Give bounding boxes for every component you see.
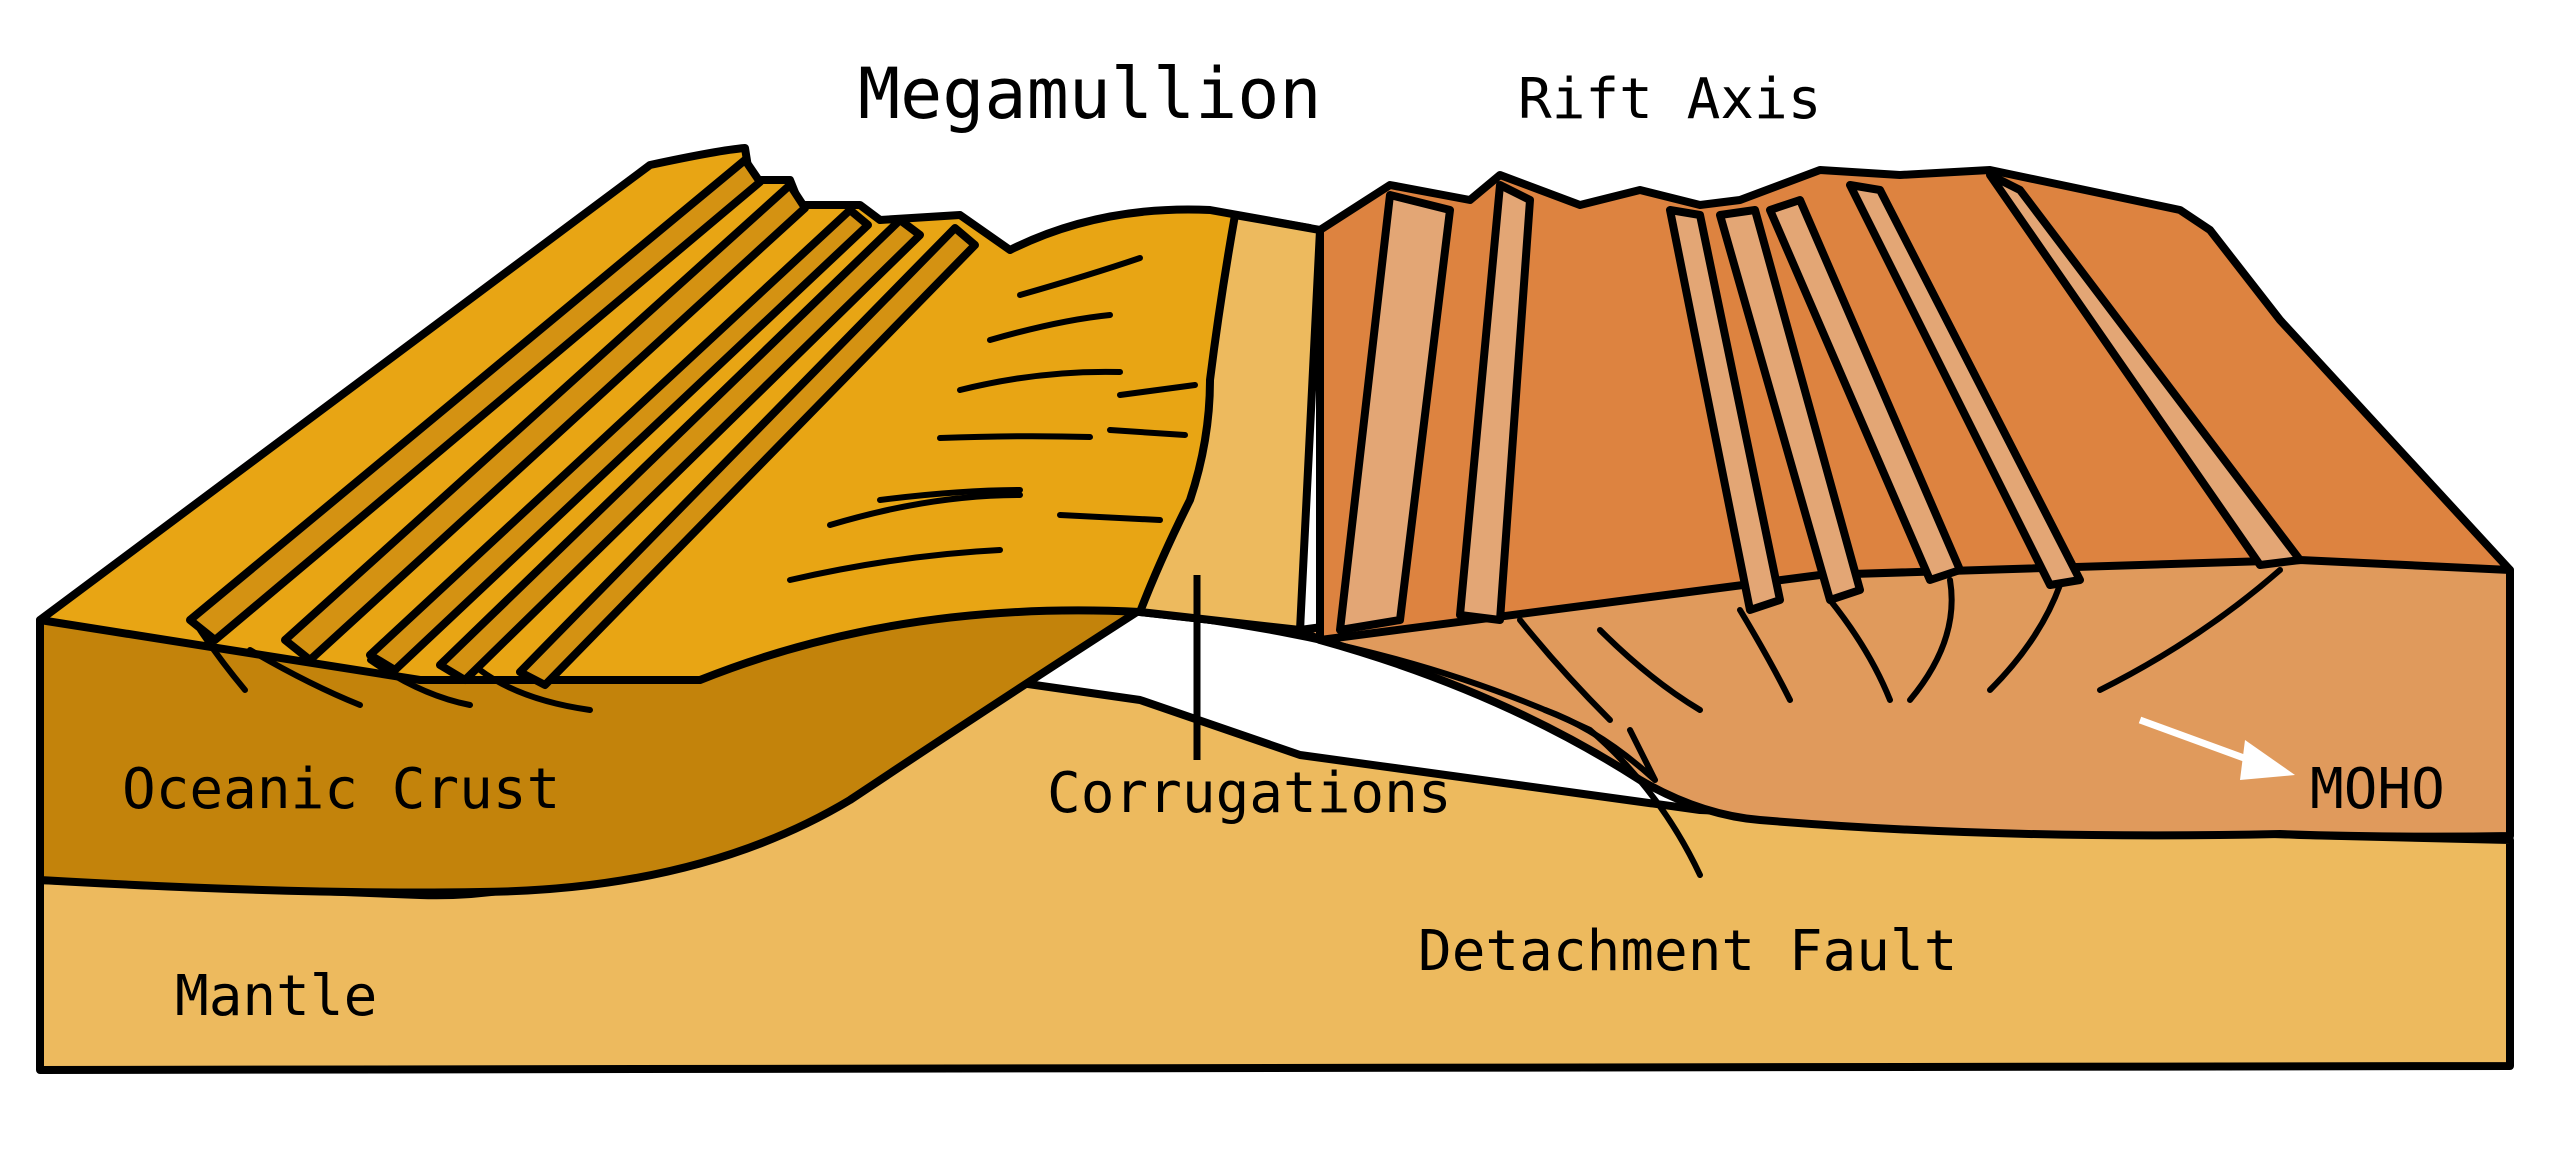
- label-detachment-fault: Detachment Fault: [1418, 919, 1957, 984]
- corrugation-scarp: [1136, 211, 1324, 634]
- crust-fault-scarps: [197, 627, 593, 713]
- label-rift-axis: Rift Axis: [1518, 67, 1821, 132]
- corrugation-lines: [787, 255, 1198, 583]
- ridge-side: [1296, 536, 2514, 841]
- crust-top: [36, 144, 1314, 684]
- moho-arrow: [2138, 716, 2295, 780]
- ridge-fault-blocks: [1336, 171, 2304, 634]
- oceanic-crust-side: [36, 596, 1144, 897]
- ridge-fault-scarps: [1517, 567, 2283, 723]
- label-oceanic-crust: Oceanic Crust: [122, 757, 560, 822]
- diagram-title: Megamullion: [858, 53, 1322, 135]
- label-mantle: Mantle: [175, 964, 377, 1029]
- detachment-fault-line: [1137, 609, 1703, 878]
- crust-fault-blocks: [186, 156, 979, 689]
- detachment-slip-arrow: [1542, 707, 1658, 783]
- label-moho: MOHO: [2310, 757, 2445, 822]
- label-corrugations: Corrugations: [1047, 761, 1452, 826]
